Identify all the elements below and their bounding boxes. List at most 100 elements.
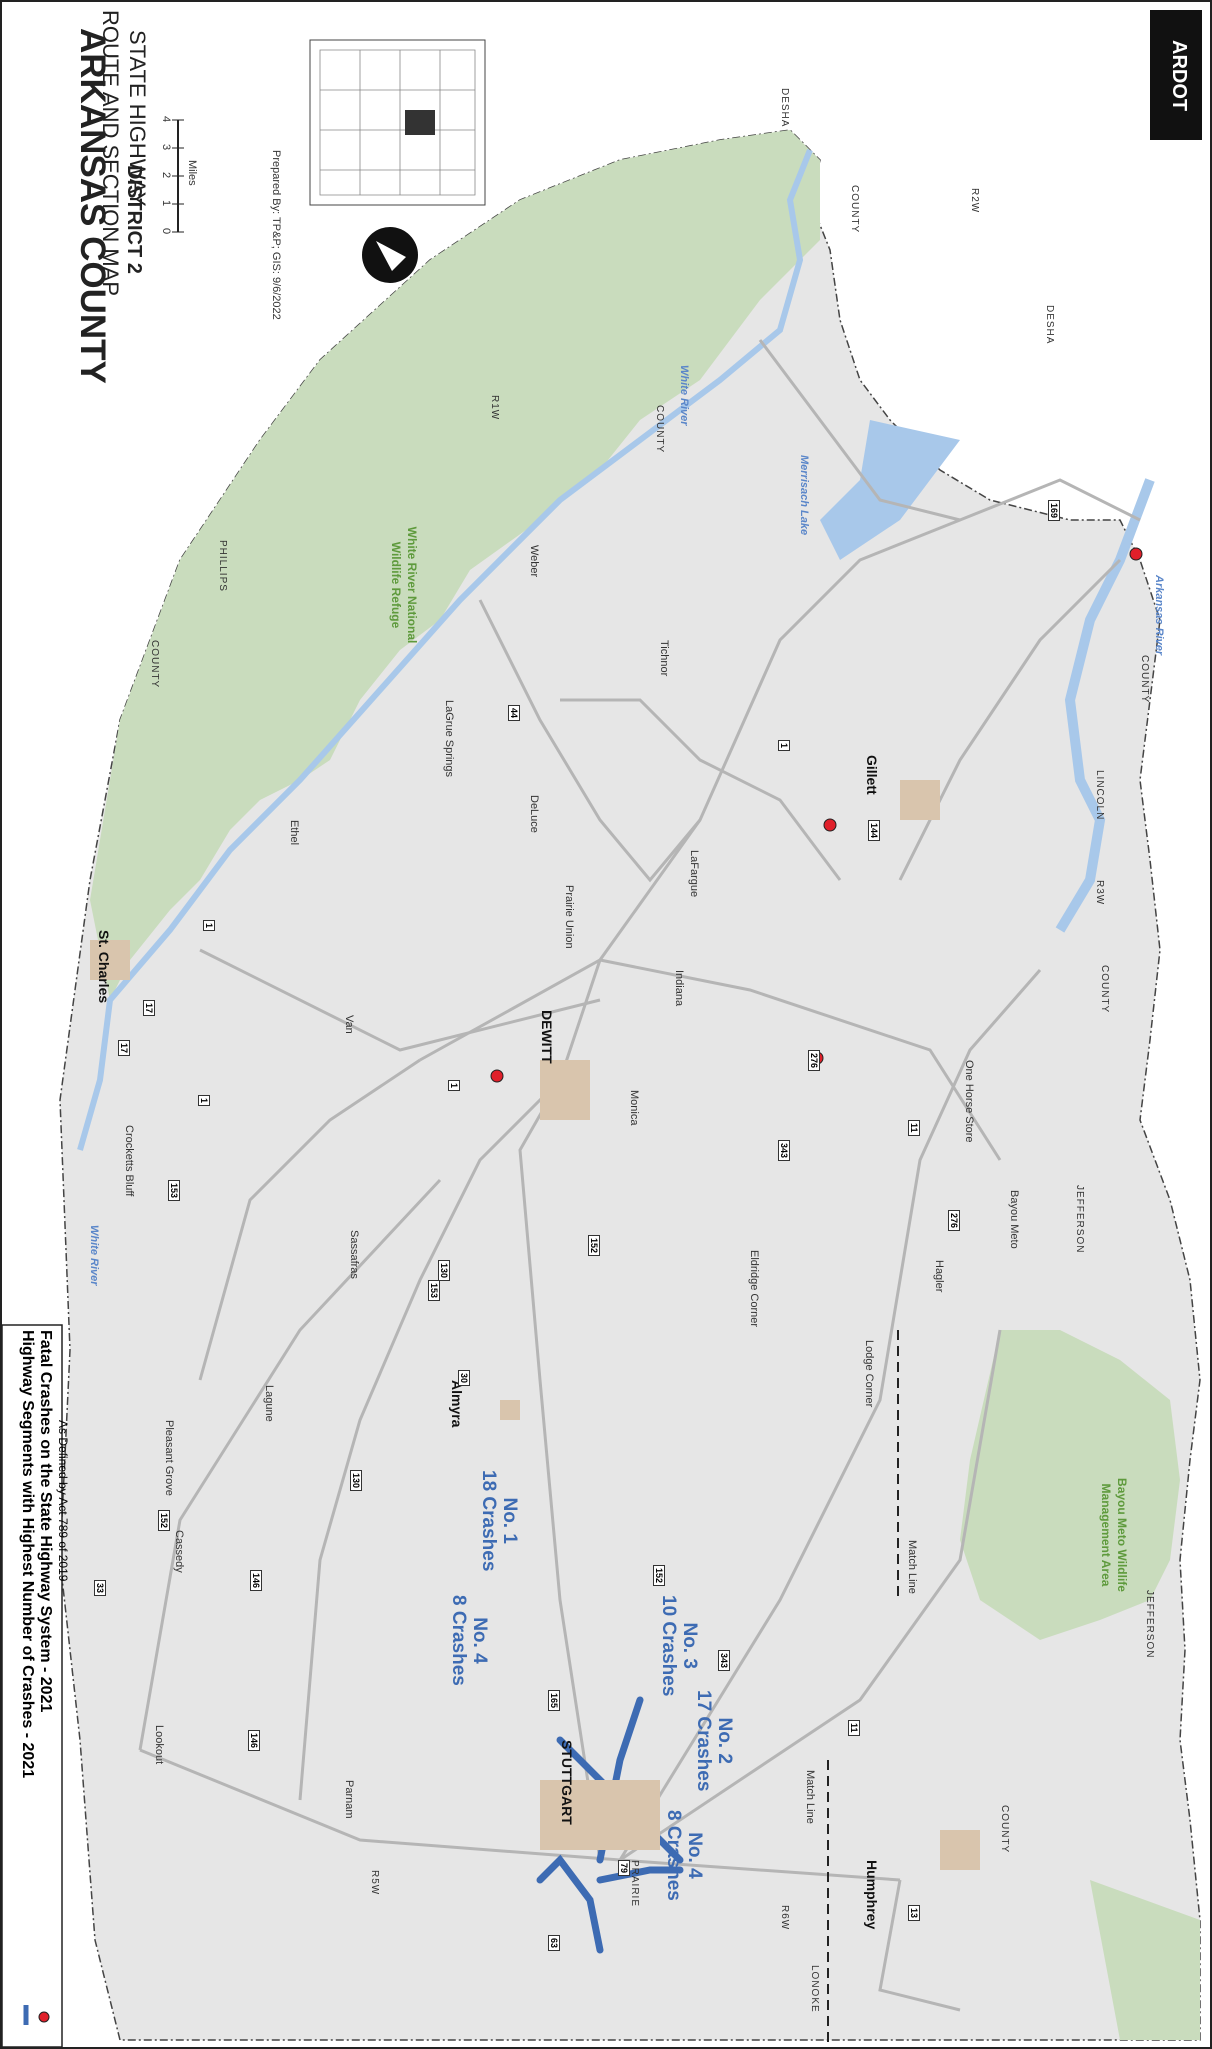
- town-stcharles: St. Charles: [96, 930, 112, 1004]
- route-shield: 33: [94, 1580, 106, 1597]
- place-deluce: DeLuce: [528, 795, 540, 833]
- route-shield: 343: [718, 1650, 730, 1672]
- town-dewitt: DEWITT: [539, 1010, 555, 1064]
- route-shield: 63: [548, 1935, 560, 1952]
- label-desha-2: DESHA: [1044, 305, 1055, 345]
- route-shield: 276: [808, 1050, 820, 1072]
- label-county-f: COUNTY: [999, 1805, 1010, 1854]
- legend-fatal-swatch: [38, 2011, 50, 2023]
- route-shield: 1: [198, 1095, 210, 1107]
- north-arrow-icon: [362, 227, 418, 283]
- state-highways: [138, 339, 1141, 2012]
- route-shield: 44: [508, 705, 520, 722]
- place-van: Van: [343, 1015, 355, 1034]
- wildlife-refuge-area: [90, 130, 820, 1000]
- route-shield: 169: [1048, 500, 1060, 522]
- label-r6w: R6W: [779, 1905, 790, 1931]
- label-white-river-2: White River: [678, 365, 690, 426]
- place-parnam: Parnam: [343, 1780, 355, 1819]
- scale-tick-4: 4: [160, 116, 172, 123]
- route-shield: 152: [653, 1565, 665, 1587]
- route-shield: 152: [588, 1235, 600, 1257]
- label-r1w: R1W: [489, 395, 500, 421]
- prepared-by: Prepared By: TP&P; GIS: 9/6/2022: [270, 150, 282, 320]
- label-bayou-meto: Bayou Meto Wildlife Management Area: [1099, 1478, 1129, 1592]
- place-indiana: Indiana: [673, 970, 685, 1007]
- place-lagrue: LaGrue Springs: [443, 700, 455, 778]
- route-shield: 165: [548, 1690, 560, 1712]
- scale-bar: [172, 119, 184, 233]
- scale-tick-0: 0: [160, 228, 172, 235]
- town-almyra: Almyra: [449, 1380, 465, 1428]
- match-line-label-2: Match Line: [804, 1770, 816, 1824]
- legend-note: As Defined by Act 789 of 2019: [56, 1420, 70, 1582]
- route-shield: 11: [908, 1120, 920, 1136]
- route-shield: 152: [158, 1510, 170, 1532]
- place-tichnor: Tichnor: [658, 640, 670, 677]
- legend: [1, 1324, 63, 2048]
- route-shield: 276: [948, 1210, 960, 1232]
- scale-tick-2: 2: [160, 172, 172, 179]
- scale-tick-3: 3: [160, 144, 172, 151]
- label-r5w: R5W: [369, 1870, 380, 1896]
- ardot-logo-text: ARDOT: [1168, 40, 1190, 112]
- route-shield: 130: [350, 1470, 362, 1492]
- label-county-b: COUNTY: [1139, 655, 1150, 704]
- label-wnwr: White River National Wildlife Refuge: [389, 526, 419, 644]
- route-shield: 1: [203, 920, 215, 932]
- label-county-c: COUNTY: [1099, 965, 1110, 1014]
- arkansas-river: [1055, 478, 1155, 933]
- route-shield: 79: [618, 1860, 630, 1877]
- place-lafargue: LaFargue: [688, 850, 700, 898]
- match-area: [1090, 1880, 1200, 2040]
- town-stuttgart: STUTTGART: [559, 1740, 575, 1825]
- label-r2w: R2W: [969, 188, 980, 214]
- place-lodge: Lodge Corner: [863, 1340, 875, 1408]
- legend-item-segments: Highway Segments with Highest Number of …: [19, 1330, 36, 1779]
- place-pleasant: Pleasant Grove: [163, 1420, 175, 1496]
- district-title: DISTRICT 2: [123, 165, 145, 274]
- town-humphrey: Humphrey: [864, 1860, 880, 1930]
- county-title: ARKANSAS COUNTY: [73, 28, 112, 384]
- label-lincoln: LINCOLN: [1094, 770, 1105, 821]
- route-shield: 343: [778, 1140, 790, 1162]
- label-arkansas-river: Arkansas River: [1153, 575, 1165, 656]
- place-cassedy: Cassedy: [173, 1530, 185, 1573]
- label-merrisach-lake: Merrisach Lake: [798, 455, 810, 536]
- label-county-d: COUNTY: [654, 405, 665, 454]
- scale-unit: Miles: [186, 160, 198, 186]
- label-county-a: COUNTY: [849, 185, 860, 234]
- town-gillett: Gillett: [864, 755, 880, 795]
- place-ethel: Ethel: [288, 820, 300, 846]
- label-county-e: COUNTY: [149, 640, 160, 689]
- route-shield: 17: [143, 1000, 155, 1017]
- label-white-river-1: White River: [88, 1225, 100, 1286]
- place-lookout: Lookout: [153, 1725, 165, 1765]
- ardot-logo-icon: [1150, 10, 1202, 140]
- place-eldridge: Eldridge Corner: [748, 1250, 760, 1328]
- label-desha-1: DESHA: [779, 88, 790, 128]
- legend-item-fatal: Fatal Crashes on the State Highway Syste…: [37, 1330, 54, 1713]
- scale-tick-1: 1: [160, 200, 172, 207]
- merrisach-lake: [820, 420, 960, 560]
- label-jefferson-1: JEFFERSON: [1074, 1185, 1085, 1254]
- place-prairieunion: Prairie Union: [563, 885, 575, 949]
- place-bayoumeto: Bayou Meto: [1008, 1190, 1020, 1249]
- route-shield: 1: [448, 1080, 460, 1092]
- place-hagler: Hagler: [933, 1260, 945, 1293]
- locator-map: [309, 39, 486, 206]
- route-shield: 153: [168, 1180, 180, 1202]
- place-sassafras: Sassafras: [348, 1230, 360, 1279]
- route-shield: 146: [248, 1730, 260, 1752]
- label-phillips: PHILLIPS: [217, 540, 228, 592]
- place-crockettsbluff: Crocketts Bluff: [123, 1125, 135, 1197]
- route-shield: 13: [908, 1905, 920, 1922]
- route-shield: 153: [428, 1280, 440, 1302]
